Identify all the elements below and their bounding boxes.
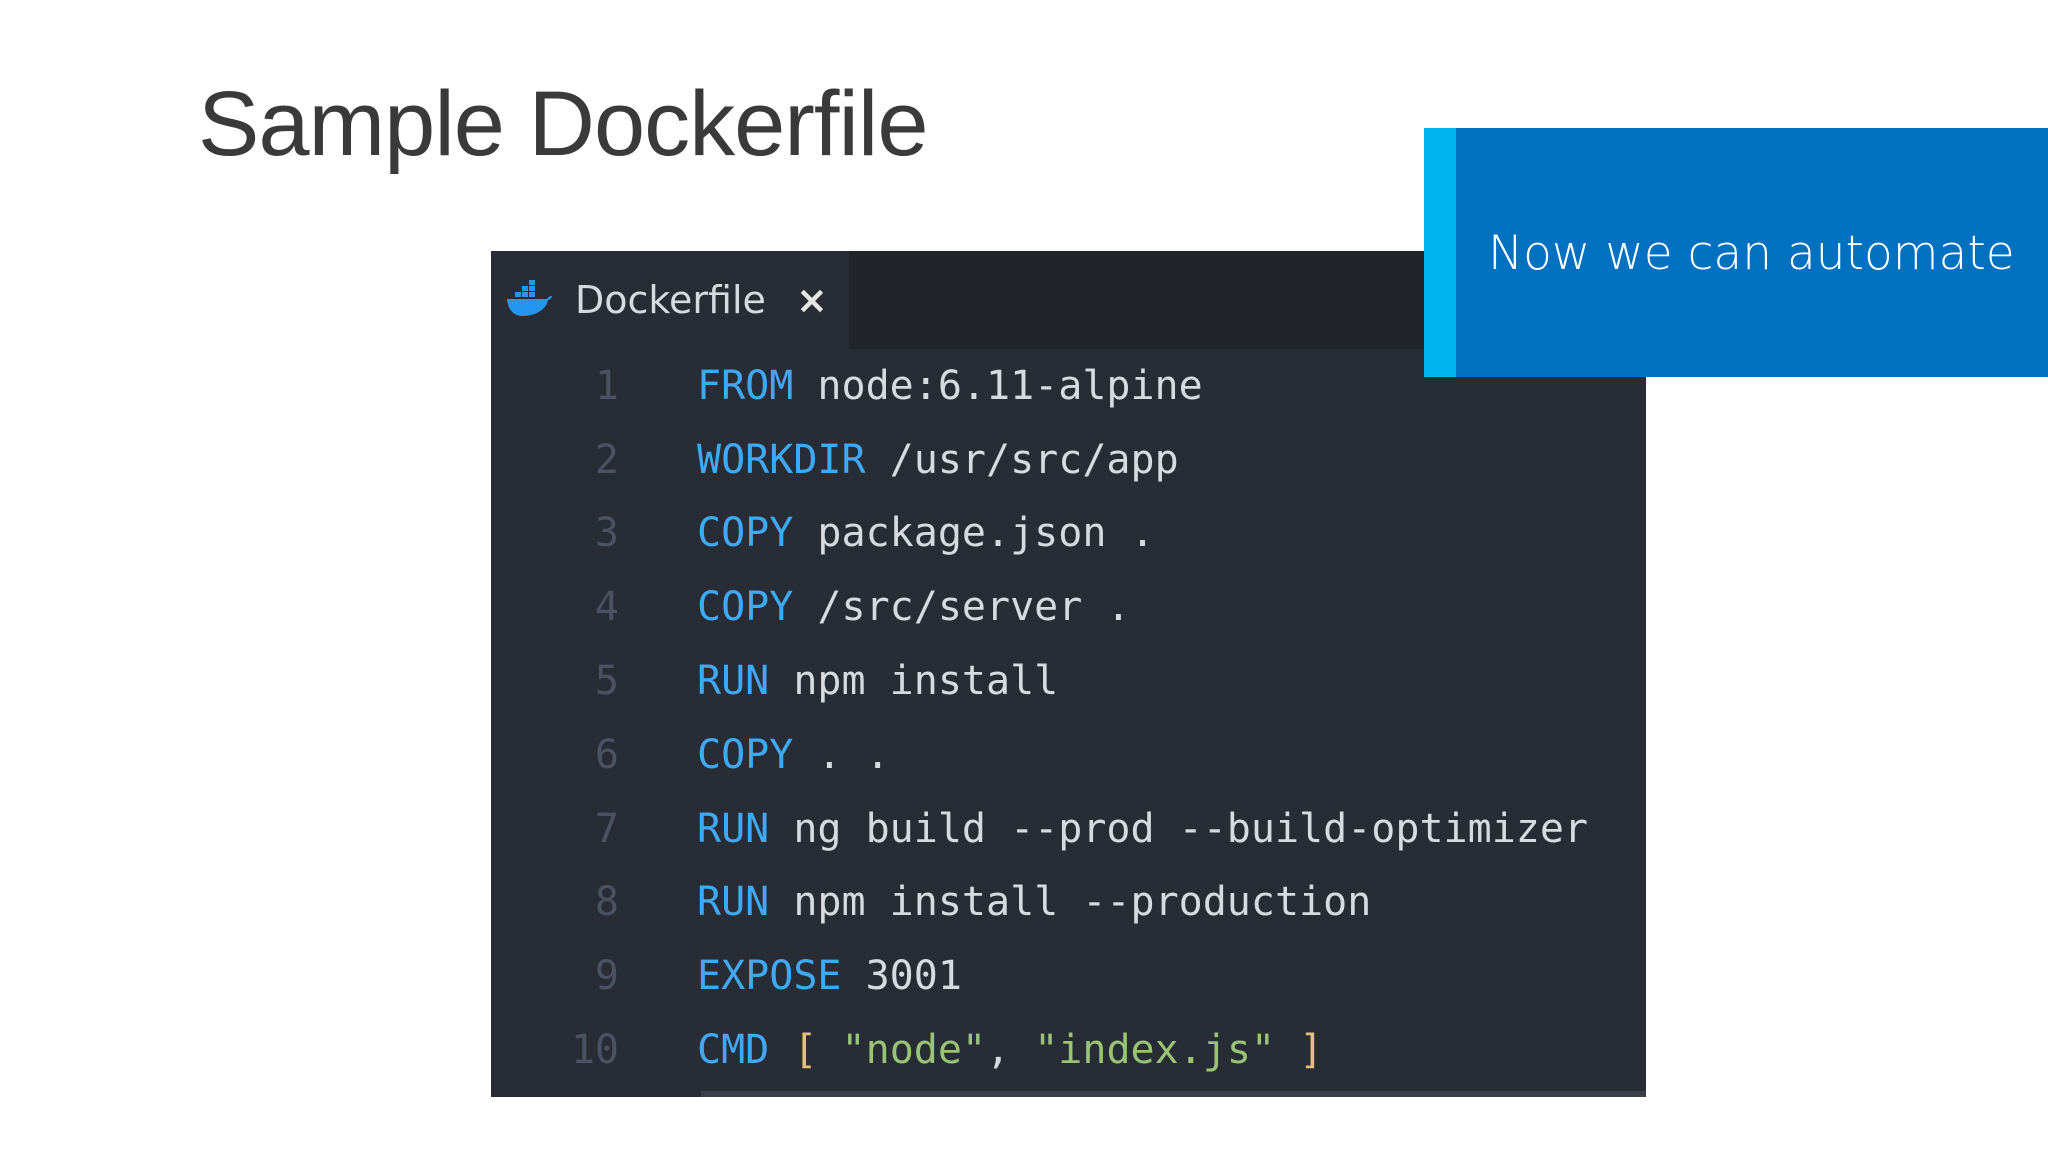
comma: ,	[986, 1027, 1035, 1074]
keyword: RUN	[697, 805, 770, 852]
line-number: 5	[594, 658, 619, 705]
argument: ng build --prod --build-optimizer	[769, 805, 1589, 852]
line-code: CMD [ "node", "index.js" ]	[697, 1027, 1323, 1073]
line-code: EXPOSE 3001	[697, 953, 962, 999]
keyword: EXPOSE	[697, 953, 842, 1000]
line-number: 6	[594, 731, 619, 778]
callout-box: Now we can automate	[1424, 128, 2048, 377]
keyword: CMD	[697, 1027, 770, 1074]
tab-dockerfile[interactable]: Dockerfile ×	[491, 251, 849, 349]
tab-label: Dockerfile	[575, 278, 766, 322]
line-code: RUN npm install --production	[697, 879, 1371, 925]
space	[817, 1027, 841, 1073]
keyword: COPY	[697, 584, 794, 631]
docker-whale-icon	[507, 280, 552, 316]
code-line: 5 RUN npm install	[491, 644, 1646, 718]
keyword: COPY	[697, 731, 794, 778]
slide-title: Sample Dockerfile	[198, 73, 929, 175]
code-line: 3 COPY package.json .	[491, 497, 1646, 571]
callout-text: Now we can automate	[1488, 226, 2015, 281]
line-number: 1	[594, 362, 619, 409]
code-editor: Dockerfile × 1 FROM node:6.11-alpine 2 W…	[491, 251, 1646, 1097]
open-bracket: [	[793, 1027, 818, 1074]
code-line: 6 COPY . .	[491, 718, 1646, 792]
line-number: 7	[594, 805, 619, 852]
editor-bottom-rule	[701, 1091, 1646, 1097]
space	[769, 1027, 793, 1073]
line-code: COPY /src/server .	[697, 584, 1130, 630]
line-number: 4	[594, 584, 619, 631]
argument: npm install	[769, 658, 1059, 705]
line-number: 9	[594, 953, 619, 1000]
line-code: RUN ng build --prod --build-optimizer	[697, 806, 1588, 852]
line-number: 3	[594, 510, 619, 557]
line-code: COPY . .	[697, 732, 890, 778]
argument: npm install --production	[769, 879, 1372, 926]
code-line: 9 EXPOSE 3001	[491, 939, 1646, 1013]
line-code: COPY package.json .	[697, 510, 1155, 556]
code-area[interactable]: 1 FROM node:6.11-alpine 2 WORKDIR /usr/s…	[491, 349, 1646, 1087]
close-bracket: ]	[1299, 1027, 1324, 1074]
code-line: 10 CMD [ "node", "index.js" ]	[491, 1013, 1646, 1087]
code-line: 4 COPY /src/server .	[491, 570, 1646, 644]
code-line: 1 FROM node:6.11-alpine	[491, 349, 1646, 423]
keyword: WORKDIR	[697, 436, 866, 483]
line-number: 8	[594, 879, 619, 926]
keyword: RUN	[697, 879, 770, 926]
code-line: 8 RUN npm install --production	[491, 866, 1646, 940]
close-icon[interactable]: ×	[795, 278, 828, 322]
argument: . .	[793, 731, 890, 778]
code-line: 2 WORKDIR /usr/src/app	[491, 423, 1646, 497]
argument: 3001	[841, 953, 962, 1000]
line-number: 10	[570, 1027, 619, 1074]
keyword: COPY	[697, 510, 794, 557]
line-code: FROM node:6.11-alpine	[697, 363, 1203, 409]
string-literal: "node"	[841, 1027, 987, 1074]
argument: /src/server .	[793, 584, 1131, 631]
argument: /usr/src/app	[865, 436, 1179, 483]
space	[1275, 1027, 1299, 1073]
string-literal: "index.js"	[1034, 1027, 1276, 1074]
line-number: 2	[594, 436, 619, 483]
argument: package.json .	[793, 510, 1155, 557]
keyword: RUN	[697, 658, 770, 705]
line-code: WORKDIR /usr/src/app	[697, 437, 1179, 483]
line-code: RUN npm install	[697, 658, 1058, 704]
callout-accent-bar	[1424, 128, 1456, 377]
argument: node:6.11-alpine	[793, 362, 1203, 409]
keyword: FROM	[697, 362, 794, 409]
code-line: 7 RUN ng build --prod --build-optimizer	[491, 792, 1646, 866]
